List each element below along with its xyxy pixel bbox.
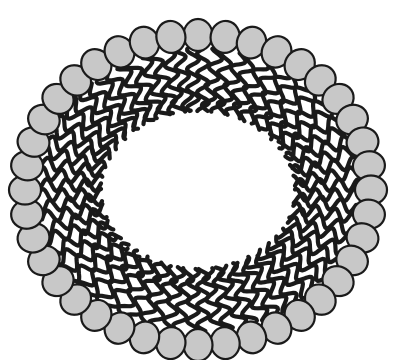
lipid-head (184, 329, 213, 360)
lipid-head (184, 19, 213, 51)
